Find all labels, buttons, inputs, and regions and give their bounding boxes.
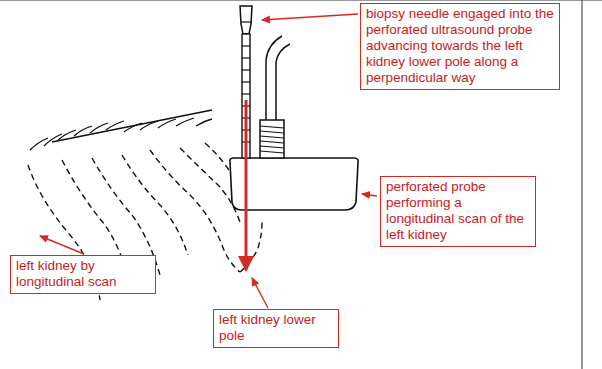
probe-cable (266, 36, 282, 120)
tissue-hatching (30, 118, 212, 150)
label-text: biopsy needle engaged into the perforate… (366, 6, 554, 86)
needle-path-arrow (245, 100, 248, 270)
label-text: perforated probe performing a longitudin… (386, 179, 530, 243)
skin-line (52, 110, 212, 142)
probe-cable (276, 44, 290, 120)
label-box: biopsy needle engaged into the perforate… (360, 3, 560, 90)
label-text: left kidney by longitudinal scan (16, 258, 150, 290)
label-text: left kidney lower pole (219, 312, 333, 344)
connector-threads (260, 126, 284, 153)
label-box: left kidney by longitudinal scan (10, 255, 156, 294)
ultrasound-probe (230, 158, 358, 210)
label-box: perforated probe performing a longitudin… (380, 176, 536, 247)
leader-arrow (362, 194, 377, 196)
leader-arrow (252, 278, 268, 308)
frame-line (0, 0, 602, 1)
probe-connector (260, 120, 284, 158)
leader-arrow (262, 14, 358, 20)
needle-handle (241, 21, 251, 22)
frame-line (582, 0, 583, 369)
label-box: left kidney lower pole (213, 309, 339, 348)
leader-arrow (40, 236, 84, 254)
needle-handle (240, 6, 252, 34)
